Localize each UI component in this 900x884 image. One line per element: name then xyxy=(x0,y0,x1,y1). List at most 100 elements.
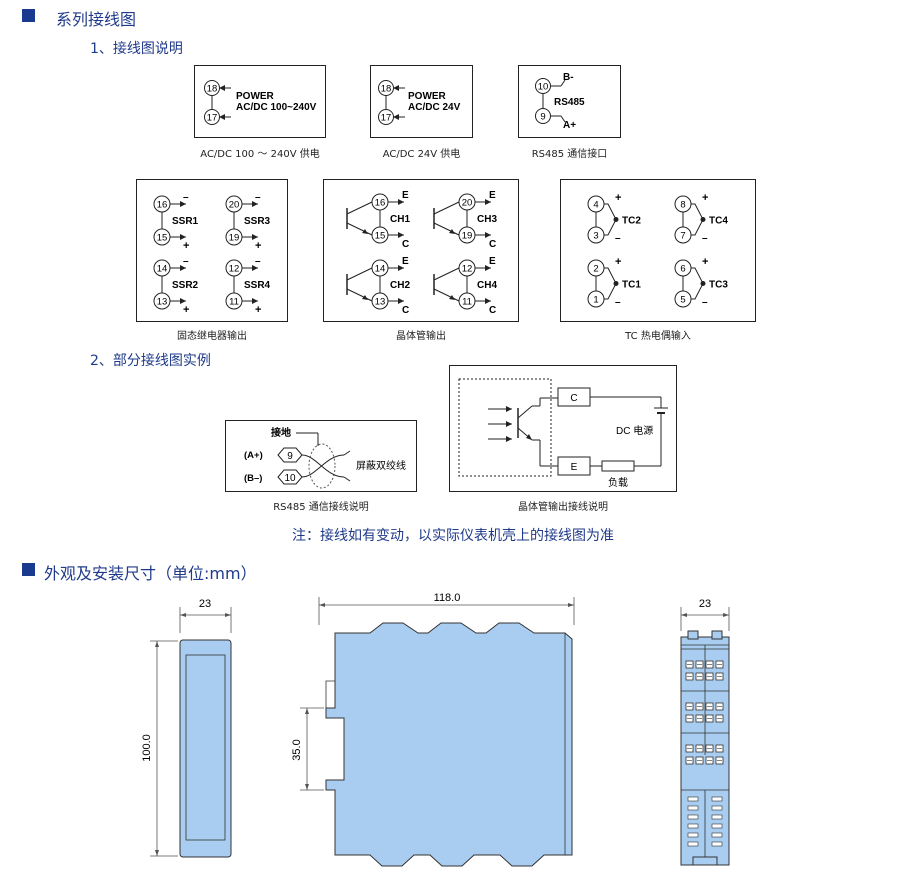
latch-tab xyxy=(687,630,699,640)
emitter-arrow-icon xyxy=(449,229,455,234)
arrow-icon xyxy=(180,265,186,271)
plus-label: + xyxy=(702,192,708,204)
terminal-number: 6 xyxy=(680,264,685,275)
collector-label: C xyxy=(570,393,577,404)
power-label: POWER xyxy=(408,91,447,102)
terminal-number: 4 xyxy=(593,200,598,211)
junction-icon xyxy=(613,217,619,222)
wire xyxy=(433,288,460,302)
terminal-9: 9 xyxy=(287,451,293,462)
collector-label: C xyxy=(489,305,496,316)
vent-slot xyxy=(687,832,699,838)
terminal-number: 11 xyxy=(229,297,239,308)
transistor-example-box: C E DC 电源 负载 xyxy=(449,365,677,492)
terminal-number: 15 xyxy=(157,233,168,244)
vent-slot xyxy=(687,814,699,820)
vent-slot xyxy=(711,805,723,811)
terminal-number: 1 xyxy=(593,295,598,306)
wire xyxy=(433,222,460,236)
minus-label: – xyxy=(183,192,189,203)
terminal-10: 10 xyxy=(538,82,549,93)
ssr-channel-label: SSR4 xyxy=(244,280,271,291)
transistor-channel-label: CH2 xyxy=(390,280,410,291)
terminal-number: 15 xyxy=(375,231,386,242)
back-terminal-detail xyxy=(681,630,729,866)
power-ac-diagram: 18 17 POWER AC/DC 100~240V xyxy=(204,80,317,125)
emitter-label: E xyxy=(402,256,409,267)
rs485-caption: RS485 通信接口 xyxy=(531,149,608,160)
arrow-icon xyxy=(180,201,186,207)
terminal-18: 18 xyxy=(381,84,392,95)
wire xyxy=(346,222,373,236)
vent-slot xyxy=(687,841,699,847)
arrow-icon xyxy=(398,232,404,238)
collector-label: C xyxy=(402,305,409,316)
emitter-label: E xyxy=(571,462,578,473)
terminal-number: 5 xyxy=(680,295,685,306)
tc-channel-label: TC1 xyxy=(622,280,641,291)
dimension-drawings: 23 100.0 118.0 35.0 23 xyxy=(141,592,730,867)
plus-label: + xyxy=(255,304,261,316)
emitter-arrow-icon xyxy=(449,295,455,300)
b-minus-label: B- xyxy=(563,72,574,83)
section-marker-icon xyxy=(22,563,35,576)
wire xyxy=(346,201,373,215)
back-width-dim: 23 xyxy=(699,598,711,610)
ssr-caption: 固态继电器输出 xyxy=(177,331,247,342)
power-spec: AC/DC 24V xyxy=(408,102,461,113)
vent-slot xyxy=(687,805,699,811)
wire xyxy=(346,288,373,302)
terminal-number: 14 xyxy=(157,264,168,275)
terminal-number: 20 xyxy=(229,200,240,211)
ssr-channel-label: SSR3 xyxy=(244,216,271,227)
tc-caption: TC 热电偶输入 xyxy=(625,331,691,342)
terminal-17: 17 xyxy=(207,113,218,124)
arrow-icon xyxy=(485,232,491,238)
junction-icon xyxy=(613,281,619,286)
a-plus-label: A+ xyxy=(563,120,576,131)
arrow-icon xyxy=(180,298,186,304)
load-label: 负载 xyxy=(608,476,628,489)
terminal-number: 16 xyxy=(157,200,168,211)
junction-icon xyxy=(700,281,706,286)
power-dc-box: 18 17 POWER AC/DC 24V xyxy=(370,65,473,138)
collector-label: C xyxy=(489,239,496,250)
b-minus-label: (B–) xyxy=(244,473,262,484)
terminal-number: 3 xyxy=(593,231,598,242)
power-dc-diagram: 18 17 POWER AC/DC 24V xyxy=(378,80,461,125)
rail-dim: 35.0 xyxy=(291,739,303,760)
minus-label: – xyxy=(702,297,708,308)
side-width-dim: 118.0 xyxy=(434,592,461,604)
rs485-label: RS485 xyxy=(554,97,585,108)
terminal-number: 14 xyxy=(375,264,386,275)
minus-label: – xyxy=(183,256,189,267)
front-width-dim: 23 xyxy=(199,598,211,610)
tc-channel-label: TC3 xyxy=(709,280,728,291)
side-view: 118.0 35.0 xyxy=(291,592,575,867)
emitter-label: E xyxy=(402,190,409,201)
front-view: 23 100.0 xyxy=(141,598,232,858)
transistor-example-diagram: C E DC 电源 负载 xyxy=(458,378,668,489)
minus-label: – xyxy=(615,233,621,244)
emitter-label: E xyxy=(489,256,496,267)
terminal-number: 7 xyxy=(680,231,685,242)
transistor-channel-label: CH1 xyxy=(390,214,410,225)
wire xyxy=(346,267,373,281)
power-dc-caption: AC/DC 24V 供电 xyxy=(382,149,461,160)
latch-tab xyxy=(711,630,723,640)
rs485-example-diagram: 接地 (A+) (B–) 9 10 屏蔽双绞线 xyxy=(244,426,406,489)
subsection-title-examples: 2、部分接线图实例 xyxy=(90,353,211,369)
vent-slot xyxy=(711,823,723,829)
arrow-icon xyxy=(485,298,491,304)
terminal-number: 19 xyxy=(462,231,473,242)
vent-slot xyxy=(711,796,723,802)
emitter-arrow-icon xyxy=(362,295,368,300)
a-plus-label: (A+) xyxy=(244,450,263,461)
twisted-pair-label: 屏蔽双绞线 xyxy=(356,459,406,472)
